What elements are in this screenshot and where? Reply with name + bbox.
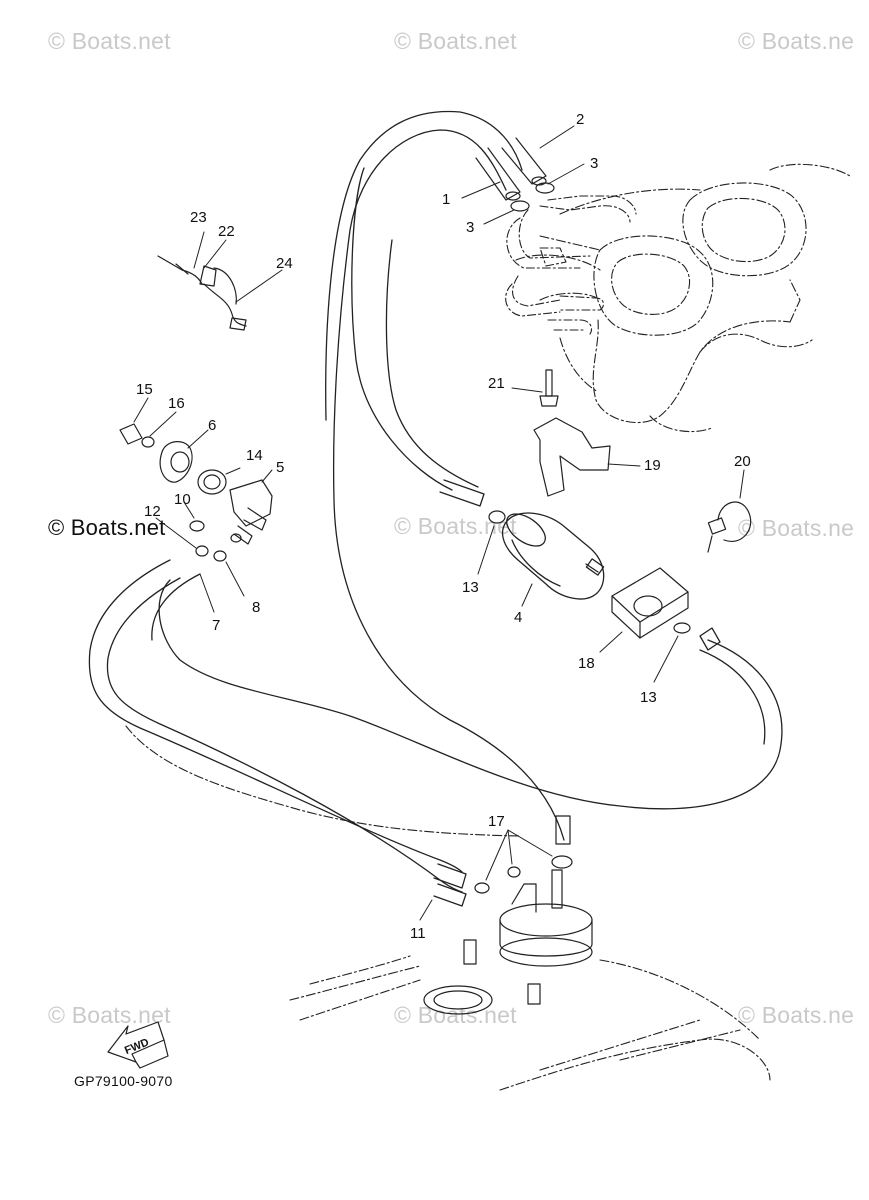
watermark: © Boats.ne xyxy=(738,515,855,541)
watermark: © Boats.net xyxy=(394,1002,517,1028)
clamp-13a xyxy=(488,510,506,524)
clamp-3a xyxy=(510,200,530,212)
fuel-hose-return xyxy=(325,110,565,841)
callout-13: 13 xyxy=(640,689,657,706)
watermark: © Boats.net xyxy=(394,513,517,539)
leader-lines xyxy=(133,125,745,921)
callout-19: 19 xyxy=(644,457,661,474)
fwd-arrow xyxy=(107,1021,169,1069)
fuel-hose-filter-inlet xyxy=(351,167,485,507)
bracket-19 xyxy=(533,417,611,497)
watermark-dark: © Boats.net xyxy=(48,515,166,540)
callout-18: 18 xyxy=(578,655,595,672)
callout-3: 3 xyxy=(466,219,474,236)
callout-21: 21 xyxy=(488,375,505,392)
fuel-tank-outline xyxy=(125,725,771,1091)
callout-17: 17 xyxy=(488,813,505,830)
fuel-hose-filter-outlet xyxy=(158,579,783,810)
callout-8: 8 xyxy=(252,599,260,616)
clamp-13b xyxy=(673,622,691,634)
watermark: © Boats.ne xyxy=(738,28,855,54)
callout-6: 6 xyxy=(208,417,216,434)
cable-tie xyxy=(157,255,247,331)
watermark: © Boats.net xyxy=(48,1002,171,1028)
fwd-label: FWD xyxy=(123,1036,151,1057)
carb-fuel-lines xyxy=(505,195,637,335)
bolt-21 xyxy=(539,369,559,407)
callout-22: 22 xyxy=(218,223,235,240)
callout-4: 4 xyxy=(514,609,522,626)
band-20 xyxy=(707,501,752,553)
callout-7: 7 xyxy=(212,617,220,634)
engine-outline xyxy=(515,163,851,433)
clamp-3b xyxy=(535,182,555,194)
callout-15: 15 xyxy=(136,381,153,398)
filter-bracket xyxy=(611,567,689,639)
watermark: © Boats.ne xyxy=(738,1002,855,1028)
fuel-hose-tank xyxy=(88,559,467,907)
callout-5: 5 xyxy=(276,459,284,476)
watermark: © Boats.net xyxy=(394,28,517,54)
callout-2: 2 xyxy=(576,111,584,128)
fuel-pickup xyxy=(423,815,593,1015)
small-clamps-left xyxy=(189,520,242,562)
callout-23: 23 xyxy=(190,209,207,226)
diagram-reference-number: GP79100-9070 xyxy=(74,1073,173,1089)
callout-16: 16 xyxy=(168,395,185,412)
fuel-filter xyxy=(501,512,605,600)
callout-14: 14 xyxy=(246,447,263,464)
hose-end-upper xyxy=(475,137,547,201)
callout-11: 11 xyxy=(410,925,426,942)
callout-20: 20 xyxy=(734,453,751,470)
callout-1: 1 xyxy=(442,191,450,208)
watermark: © Boats.net xyxy=(48,28,171,54)
callout-10: 10 xyxy=(174,491,191,508)
callout-13: 13 xyxy=(462,579,479,596)
fuel-cock-assembly xyxy=(119,423,273,545)
callout-12: 12 xyxy=(144,503,161,520)
callout-labels: 1 2 3 3 4 5 6 7 8 10 11 12 13 13 14 15 1… xyxy=(136,111,751,942)
callout-3: 3 xyxy=(590,155,598,172)
callout-24: 24 xyxy=(276,255,293,272)
